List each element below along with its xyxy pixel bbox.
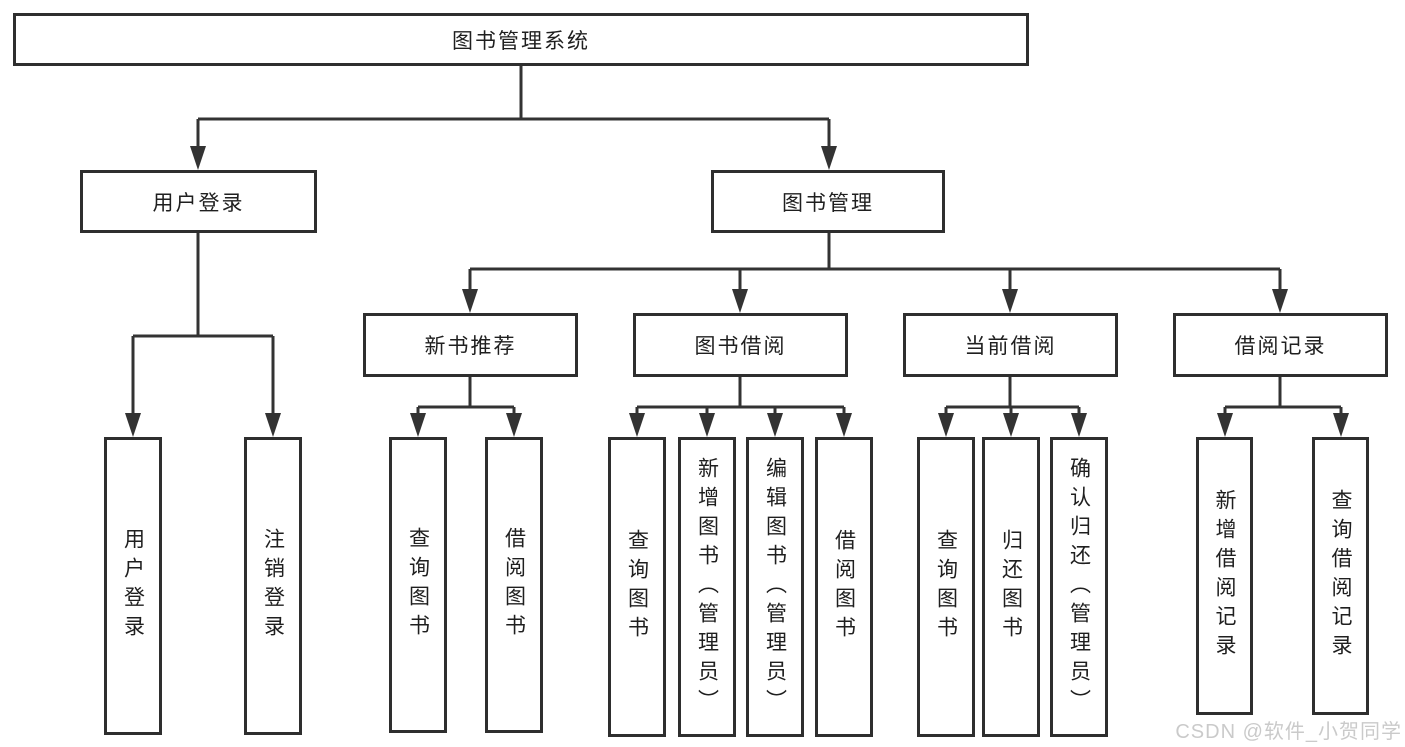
connector-book-borrow-to-leaves [629,377,852,437]
arrow-down-icon [836,413,852,437]
connector-book-management-to-level3 [462,233,1288,313]
connector-root-to-level2 [190,66,837,170]
leaf-confirm-return-admin: 确认归还（管理员） [1050,437,1108,737]
branch-user-login: 用户登录 [80,170,317,233]
arrow-down-icon [410,413,426,437]
arrow-down-icon [699,413,715,437]
branch-new-book-recommendation: 新书推荐 [363,313,578,377]
arrow-down-icon [1217,413,1233,437]
leaf-edit-book-admin: 编辑图书（管理员） [746,437,804,737]
leaf-logout: 注销登录 [244,437,302,735]
watermark: CSDN @软件_小贺同学 [1175,721,1402,743]
arrow-down-icon [732,289,748,313]
leaf-add-borrow-record: 新增借阅记录 [1196,437,1253,715]
connector-user-login-to-leaves [125,233,281,437]
arrow-down-icon [1071,413,1087,437]
branch-current-borrowing: 当前借阅 [903,313,1118,377]
arrow-down-icon [629,413,645,437]
leaf-query-borrow-record: 查询借阅记录 [1312,437,1369,715]
branch-book-management: 图书管理 [711,170,945,233]
arrow-down-icon [1333,413,1349,437]
arrow-down-icon [1003,413,1019,437]
arrow-down-icon [506,413,522,437]
arrow-down-icon [1002,289,1018,313]
leaf-query-books-borrowing: 查询图书 [608,437,666,737]
arrow-down-icon [265,413,281,437]
leaf-borrow-books-recommend: 借阅图书 [485,437,543,733]
arrow-down-icon [938,413,954,437]
leaf-borrow-books: 借阅图书 [815,437,873,737]
leaf-query-books-current: 查询图书 [917,437,975,737]
connector-new-book-to-leaves [410,377,522,437]
arrow-down-icon [821,146,837,170]
arrow-down-icon [1272,289,1288,313]
leaf-query-books-recommend: 查询图书 [389,437,447,733]
arrow-down-icon [462,289,478,313]
leaf-return-books: 归还图书 [982,437,1040,737]
branch-borrowing-records: 借阅记录 [1173,313,1388,377]
connector-current-borrow-to-leaves [938,377,1087,437]
connector-borrow-records-to-leaves [1217,377,1349,437]
leaf-user-login: 用户登录 [104,437,162,735]
arrow-down-icon [767,413,783,437]
arrow-down-icon [190,146,206,170]
branch-book-borrowing: 图书借阅 [633,313,848,377]
arrow-down-icon [125,413,141,437]
root-node-library-management-system: 图书管理系统 [13,13,1029,66]
leaf-add-book-admin: 新增图书（管理员） [678,437,736,737]
